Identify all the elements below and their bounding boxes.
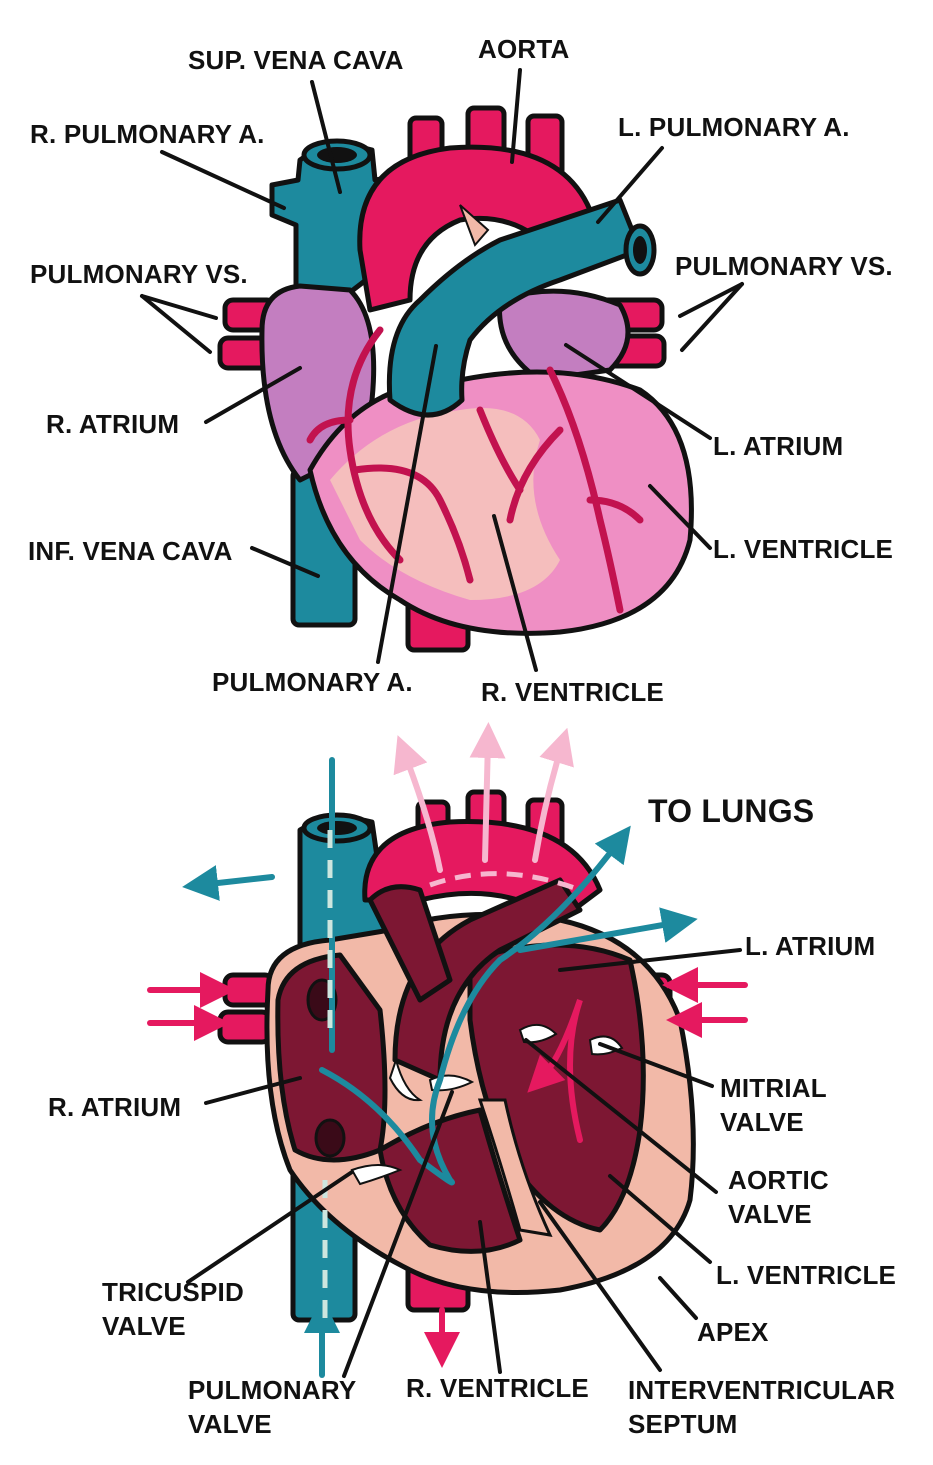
aorta-vessel (357, 144, 593, 313)
bottom-heart (147, 722, 748, 1378)
label-pulmonary-vs-right: PULMONARY VS. (675, 251, 893, 281)
top-leader-lines (140, 68, 744, 672)
label-r-ventricle-top: R. VENTRICLE (481, 677, 664, 707)
label-pulmonary-a: PULMONARY A. (212, 667, 413, 697)
label-l-atrium-top: L. ATRIUM (713, 431, 844, 461)
label-interventricular-septum-line1: INTERVENTRICULAR (628, 1375, 896, 1405)
label-pulmonary-vs-left: PULMONARY VS. (30, 259, 248, 289)
label-l-ventricle-bottom: L. VENTRICLE (716, 1260, 897, 1290)
label-interventricular-septum-line2: SEPTUM (628, 1409, 738, 1439)
label-r-atrium-bottom: R. ATRIUM (48, 1092, 182, 1122)
label-to-lungs: TO LUNGS (648, 793, 815, 829)
left-atrium-chamber (497, 288, 631, 383)
tricuspid-valve-shape (350, 1164, 403, 1186)
label-pulmonary-valve-line1: PULMONARY (188, 1375, 357, 1405)
label-inf-vena-cava: INF. VENA CAVA (28, 536, 233, 566)
bottom-leader-lines (186, 948, 742, 1378)
label-aortic-valve-line2: VALVE (728, 1199, 812, 1229)
label-l-atrium-bottom: L. ATRIUM (745, 931, 876, 961)
label-mitrial-valve-line1: MITRIAL (720, 1073, 827, 1103)
label-r-atrium-top: R. ATRIUM (46, 409, 180, 439)
top-heart (217, 105, 694, 653)
label-aorta: AORTA (478, 34, 570, 64)
label-r-pulmonary-a: R. PULMONARY A. (30, 119, 265, 149)
label-l-ventricle-top: L. VENTRICLE (713, 534, 894, 564)
label-r-ventricle-bottom: R. VENTRICLE (406, 1373, 589, 1403)
label-mitrial-valve-line2: VALVE (720, 1107, 804, 1137)
label-tricuspid-valve-line1: TRICUSPID (102, 1277, 244, 1307)
pulmonary-artery-vessel (386, 197, 643, 418)
label-sup-vena-cava: SUP. VENA CAVA (188, 45, 404, 75)
label-apex: APEX (697, 1317, 769, 1347)
label-tricuspid-valve-line2: VALVE (102, 1311, 186, 1341)
label-pulmonary-valve-line2: VALVE (188, 1409, 272, 1439)
label-aortic-valve-line1: AORTIC (728, 1165, 829, 1195)
label-l-pulmonary-a: L. PULMONARY A. (618, 112, 850, 142)
